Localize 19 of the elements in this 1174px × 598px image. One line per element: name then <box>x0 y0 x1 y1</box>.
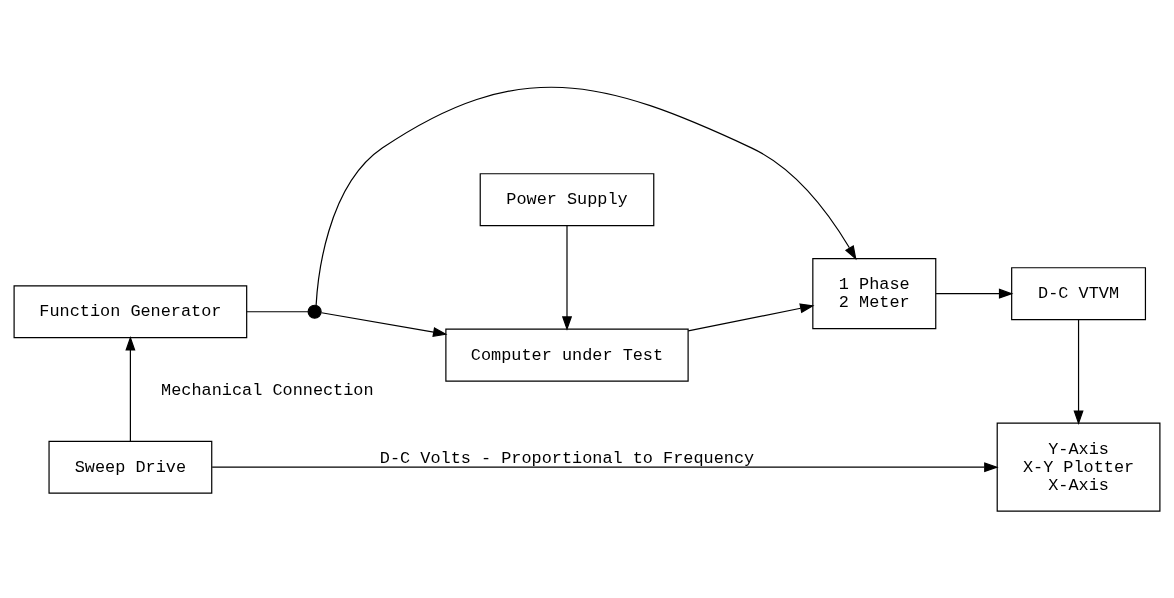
arrow <box>315 86 857 306</box>
node-box: Function Generator <box>13 285 248 339</box>
node-box: 1 Phase 2 Meter <box>812 258 937 330</box>
node-box: Y-Axis X-Y Plotter X-Axis <box>996 422 1161 512</box>
arrow <box>320 312 448 338</box>
edge-label: Mechanical Connection <box>161 380 374 400</box>
node-box: Computer under Test <box>445 328 689 382</box>
arrow <box>211 462 999 473</box>
arrow <box>1073 319 1084 425</box>
node-box: Power Supply <box>479 173 655 227</box>
arrow <box>561 225 573 331</box>
arrow <box>935 288 1014 299</box>
edge-label: D-C Volts - Proportional to Frequency <box>379 448 755 468</box>
arrow <box>687 303 815 332</box>
node-circle <box>307 304 322 319</box>
node-box: Sweep Drive <box>48 440 213 494</box>
connector <box>246 311 309 313</box>
arrow <box>125 336 136 442</box>
node-box: D-C VTVM <box>1011 267 1147 321</box>
